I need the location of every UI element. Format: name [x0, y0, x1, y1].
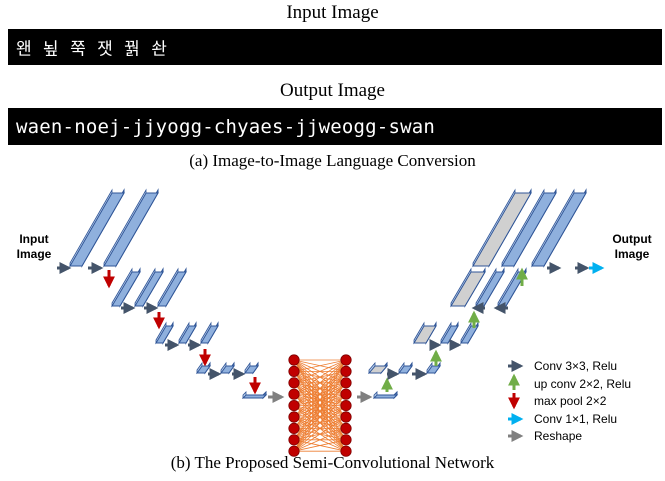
output-image-title: Output Image — [279, 80, 385, 101]
output-image-strip: waen-noej-jjyogg-chyaes-jjweogg-swan — [8, 108, 662, 145]
decoder-l1-block-1 — [501, 188, 557, 268]
input-image-strip: 왠 뇦 쭉 잿 꿝 솬 — [8, 29, 662, 65]
neuron-left-4 — [288, 399, 300, 412]
diagram-input-label-2: Image — [17, 247, 52, 261]
input-hangul-text: 왠 뇦 쭉 잿 꿝 솬 — [16, 39, 170, 60]
legend-label-upconv: up conv 2×2, Relu — [534, 377, 631, 391]
input-image-title: Input Image — [286, 2, 379, 23]
neuron-right-3 — [340, 388, 352, 400]
fully-connected-layers — [288, 354, 352, 457]
legend-label-maxpool: max pool 2×2 — [534, 394, 607, 408]
neuron-left-8 — [288, 445, 300, 457]
encoder-l4-block-1 — [196, 361, 211, 375]
neuron-left-0 — [288, 354, 300, 366]
neuron-right-0 — [340, 354, 352, 366]
neuron-right-2 — [340, 377, 352, 389]
decoder-l4-block-2 — [426, 361, 441, 375]
decoder-l2-copy — [450, 267, 486, 308]
neuron-right-5 — [340, 411, 352, 423]
neuron-left-1 — [288, 365, 300, 377]
diagram-output-label-2: Image — [615, 247, 650, 261]
encoder-l2-block-2 — [134, 267, 164, 308]
diagram-output-label-1: Output — [612, 232, 651, 246]
diagram-input-label-1: Input — [19, 232, 48, 246]
neuron-left-3 — [288, 388, 300, 400]
decoder-l1-copy — [472, 188, 532, 268]
decoder-l4-copy — [367, 361, 389, 375]
encoder-l2-block-3 — [157, 267, 187, 308]
encoder-l4-block-2 — [220, 361, 235, 375]
decoder-bottleneck-block — [372, 390, 399, 400]
operation-arrows — [57, 262, 605, 403]
bottleneck-block — [241, 390, 268, 400]
neuron-left-6 — [288, 422, 300, 434]
legend-label-conv1: Conv 1×1, Relu — [534, 412, 617, 426]
output-romanized-text: waen-noej-jjyogg-chyaes-jjweogg-swan — [16, 115, 436, 138]
encoder-l3-block-3 — [200, 321, 219, 345]
mlp-connections — [293, 359, 347, 452]
encoder-l1-block-2 — [103, 188, 159, 268]
decoder-l3-block-1 — [440, 321, 459, 345]
legend-label-reshape: Reshape — [534, 429, 582, 443]
neuron-left-7 — [288, 434, 300, 446]
neuron-right-4 — [340, 399, 352, 412]
legend-label-conv3: Conv 3×3, Relu — [534, 359, 617, 373]
neuron-left-5 — [288, 411, 300, 423]
legend: Conv 3×3, Relu up conv 2×2, Relu max poo… — [508, 359, 631, 443]
caption-b: (b) The Proposed Semi-Convolutional Netw… — [170, 453, 495, 472]
decoder-l3-copy — [413, 321, 437, 345]
neuron-left-2 — [288, 377, 300, 389]
encoder-l4-block-3 — [244, 361, 259, 375]
decoder-l1-block-2 — [531, 188, 587, 268]
encoder-l3-block-2 — [178, 321, 197, 345]
decoder-l4-block-1 — [398, 361, 413, 375]
neuron-right-6 — [340, 422, 352, 434]
neuron-right-7 — [340, 434, 352, 446]
encoder-l1-block-1 — [69, 188, 125, 268]
mlp-neurons — [288, 354, 352, 457]
neuron-right-1 — [340, 365, 352, 377]
encoder-l2-block-1 — [111, 267, 141, 308]
feature-map-blocks — [69, 188, 587, 400]
neuron-right-8 — [340, 445, 352, 457]
caption-a: (a) Image-to-Image Language Conversion — [189, 151, 476, 170]
